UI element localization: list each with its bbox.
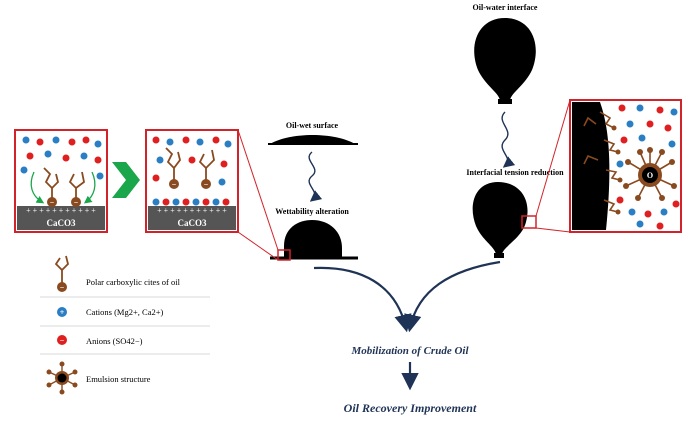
- oil-droplet-surface: [284, 220, 342, 258]
- carboxylic-site-icon: [54, 255, 69, 284]
- zoom-marker-droplet: [521, 215, 537, 229]
- charge-minus-1: −: [50, 198, 55, 207]
- wavy-arrow-middle: [308, 151, 323, 202]
- legend-text-emulsion: Emulsion structure: [86, 374, 151, 384]
- oil-droplet-top: [474, 18, 536, 104]
- panel-before: + + + + + + + + + + + CaCO3 − −: [14, 129, 108, 233]
- legend-text-carboxylic: Polar carboxylic cites of oil: [86, 277, 181, 287]
- interfacial-tension-reduction-label: Interfacial tension reduction: [466, 168, 564, 177]
- zoom-line-left-upper: [237, 129, 279, 251]
- transition-chevron-icon: [112, 162, 140, 198]
- legend-item-carboxylic: − Polar carboxylic cites of oil: [40, 255, 210, 298]
- legend-text-cations: Cations (Mg2+, Ca2+): [86, 307, 164, 317]
- charge-minus-2: −: [74, 198, 79, 207]
- oil-water-interface-label: Oil-water interface: [473, 3, 538, 12]
- charge-minus-4: −: [204, 180, 209, 189]
- arrow-right-to-mobilization: [404, 260, 501, 333]
- legend-item-cations: + Cations (Mg2+, Ca2+): [40, 307, 210, 327]
- rock-plus-signs-right: + + + + + + + + + + +: [157, 206, 227, 215]
- rock-plus-signs-left: + + + + + + + + + + +: [26, 206, 96, 215]
- oil-wet-surface-label: Oil-wet surface: [286, 121, 339, 130]
- zoom-line-left-lower: [237, 231, 279, 261]
- caco3-label-right: CaCO3: [178, 218, 207, 228]
- legend-item-emulsion: Emulsion structure: [46, 361, 151, 395]
- wavy-arrow-right: [501, 111, 516, 168]
- anion-icon: [57, 335, 67, 345]
- wettability-alteration-label: Wettability alteration: [275, 207, 349, 216]
- legend-text-anions: Anions (SO42−): [86, 336, 143, 346]
- oil-droplet-reduced: [472, 182, 528, 258]
- cation-icon: [57, 307, 67, 317]
- legend: − Polar carboxylic cites of oil + Cation…: [40, 255, 210, 395]
- legend-item-anions: − Anions (SO42−): [40, 335, 210, 355]
- charge-minus-3: −: [172, 180, 177, 189]
- emulsion-zoom-panel: O: [569, 99, 682, 233]
- zoom-line-lower: [535, 227, 571, 233]
- emulsion-structure: O: [623, 147, 677, 201]
- panel-ions: [616, 104, 680, 230]
- panel-after: + + + + + + + + + + + CaCO3 − −: [145, 129, 239, 233]
- oil-recovery-label: Oil Recovery Improvement: [344, 401, 477, 415]
- arrow-left-to-mobilization: [313, 266, 412, 333]
- emulsion-core-text: O: [647, 171, 653, 180]
- legend-plus-symbol: +: [60, 308, 65, 317]
- emulsion-icon: [46, 361, 78, 395]
- legend-minus-symbol: −: [60, 283, 65, 292]
- mobilization-label: Mobilization of Crude Oil: [350, 345, 469, 357]
- zoom-line-upper: [535, 99, 571, 217]
- legend-minus-symbol-2: −: [60, 336, 65, 345]
- zoom-marker-surface: [277, 249, 291, 261]
- oil-film: [270, 135, 355, 144]
- caco3-label-left: CaCO3: [47, 218, 76, 228]
